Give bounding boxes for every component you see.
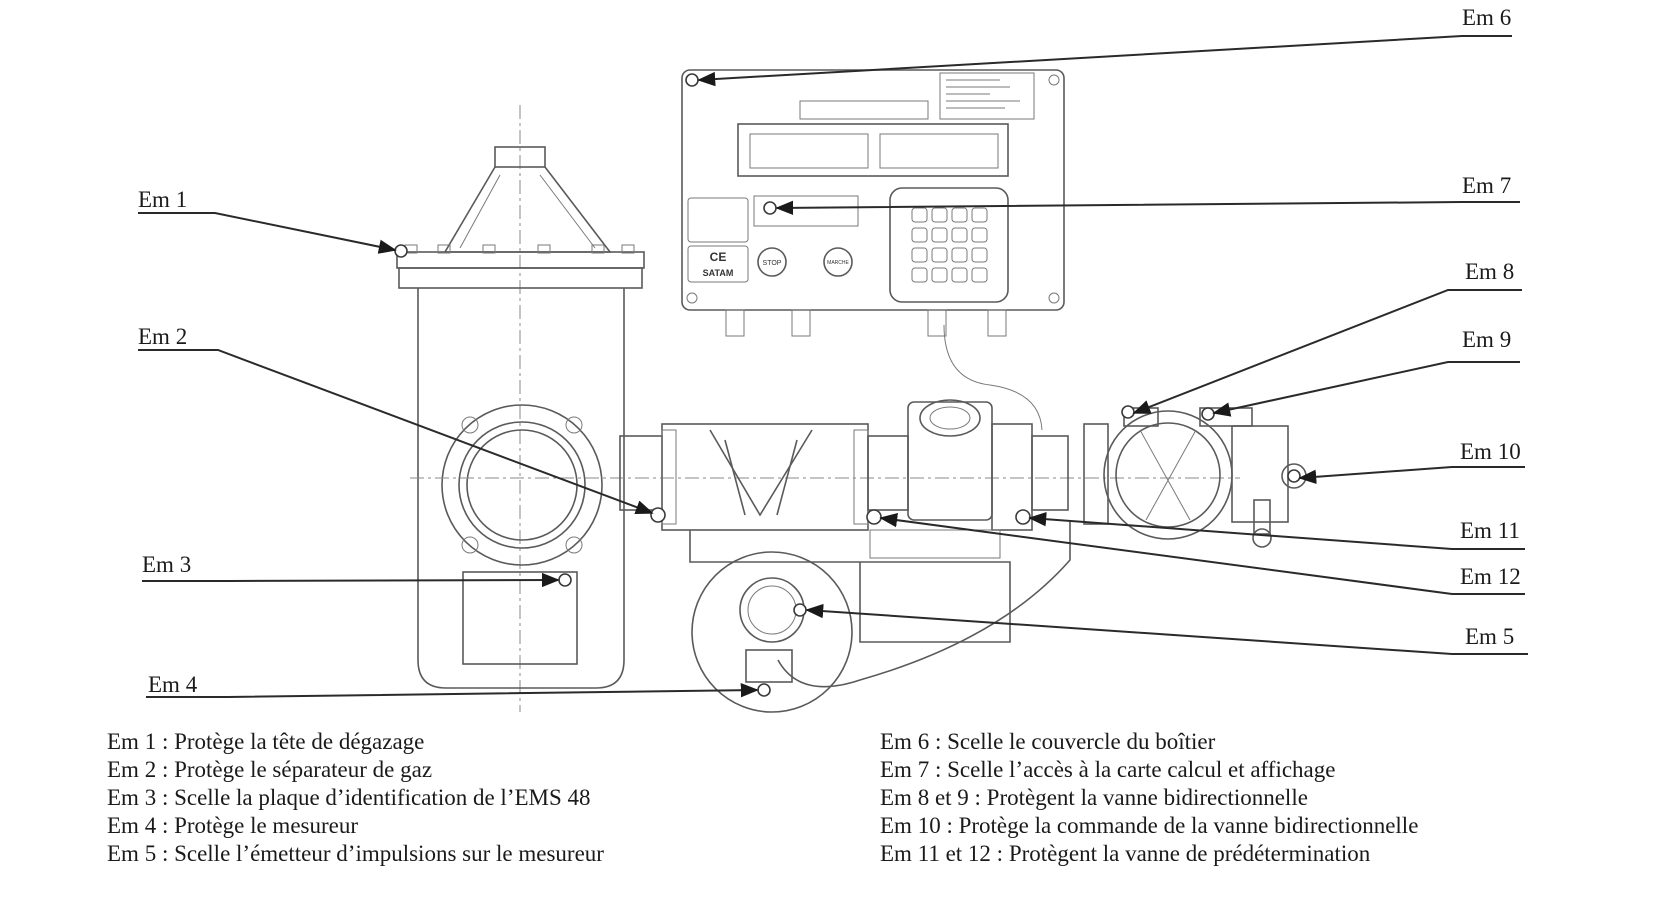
callout-em5-label: Em 5	[1465, 624, 1514, 649]
seal-em9	[1201, 407, 1215, 421]
seal-em11	[1015, 509, 1031, 525]
brand-label: SATAM	[703, 268, 734, 278]
leader-em8	[1132, 289, 1522, 414]
legend-item-em2: Em 2 : Protège le séparateur de gaz	[107, 757, 433, 782]
callout-em5: Em 5	[805, 603, 1528, 655]
callout-em2-label: Em 2	[138, 324, 187, 349]
legend-item-em3: Em 3 : Scelle la plaque d’identification…	[107, 785, 591, 810]
cable-glands	[725, 309, 1007, 337]
legend-item-em1: Em 1 : Protège la tête de dégazage	[107, 729, 425, 754]
legend-right: Em 6 : Scelle le couvercle du boîtier Em…	[880, 728, 1418, 868]
electronic-head: CE SATAM STOP MARCHE	[681, 69, 1065, 337]
callout-em12-label: Em 12	[1460, 564, 1521, 589]
callout-em9: Em 9	[1212, 327, 1520, 417]
stop-button-label: STOP	[763, 260, 782, 267]
callout-em3-label: Em 3	[142, 552, 191, 577]
seal-em10	[1287, 469, 1301, 483]
legend-item-em7: Em 7 : Scelle l’accès à la carte calcul …	[880, 757, 1336, 782]
callout-em8: Em 8	[1132, 259, 1522, 414]
ce-mark: CE	[710, 250, 727, 264]
callout-em10-label: Em 10	[1460, 439, 1521, 464]
callout-em2: Em 2	[138, 324, 654, 515]
seal-em2	[650, 507, 666, 523]
leader-em10	[1298, 466, 1525, 485]
seal-em8	[1121, 405, 1135, 419]
seal-em1	[394, 244, 408, 258]
legend-item-em10: Em 10 : Protège la commande de la vanne …	[880, 813, 1419, 838]
callout-em6-label: Em 6	[1462, 5, 1511, 30]
seal-em5	[793, 603, 807, 617]
callout-em10: Em 10	[1298, 439, 1525, 485]
legend-item-em8-9: Em 8 et 9 : Protègent la vanne bidirecti…	[880, 785, 1308, 810]
start-button-label: MARCHE	[827, 260, 849, 266]
callout-em11: Em 11	[1028, 512, 1525, 550]
leader-em5	[805, 603, 1528, 655]
callout-em7-label: Em 7	[1462, 173, 1511, 198]
callout-em4: Em 4	[146, 672, 759, 698]
callout-em11-label: Em 11	[1460, 518, 1520, 543]
leader-em9	[1212, 361, 1520, 417]
identification-plate	[462, 571, 578, 665]
leader-em7	[775, 200, 1520, 216]
stop-button	[757, 247, 787, 277]
callout-em9-label: Em 9	[1462, 327, 1511, 352]
leader-em6	[697, 35, 1512, 87]
legend-left: Em 1 : Protège la tête de dégazage Em 2 …	[107, 728, 604, 868]
start-button	[823, 247, 853, 277]
callout-em12: Em 12	[879, 513, 1525, 595]
keypad	[889, 187, 1009, 303]
seal-points	[394, 73, 1301, 697]
meter-assembly	[619, 324, 1071, 713]
leader-em12	[879, 513, 1525, 595]
legend-item-em11-12: Em 11 et 12 : Protègent la vanne de préd…	[880, 841, 1371, 866]
callout-em1-label: Em 1	[138, 187, 187, 212]
seal-em4	[757, 683, 771, 697]
leader-em4	[146, 683, 759, 698]
callout-em7: Em 7	[775, 173, 1520, 216]
seal-em12	[866, 509, 882, 525]
leader-em1	[138, 212, 397, 254]
leader-em3	[142, 572, 560, 588]
callout-em4-label: Em 4	[148, 672, 198, 697]
seal-em6	[685, 73, 699, 87]
legend-item-em6: Em 6 : Scelle le couvercle du boîtier	[880, 729, 1216, 754]
seal-em3	[558, 573, 572, 587]
leader-em11	[1028, 512, 1525, 550]
callout-em8-label: Em 8	[1465, 259, 1514, 284]
callout-em3: Em 3	[142, 552, 560, 588]
keypad-keys	[911, 207, 988, 283]
legend-item-em4: Em 4 : Protège le mesureur	[107, 813, 359, 838]
callout-em1: Em 1	[138, 187, 397, 254]
seal-em7	[763, 201, 777, 215]
legend-item-em5: Em 5 : Scelle l’émetteur d’impulsions su…	[107, 841, 604, 866]
leader-em2	[138, 349, 654, 515]
callout-em6: Em 6	[697, 5, 1512, 87]
